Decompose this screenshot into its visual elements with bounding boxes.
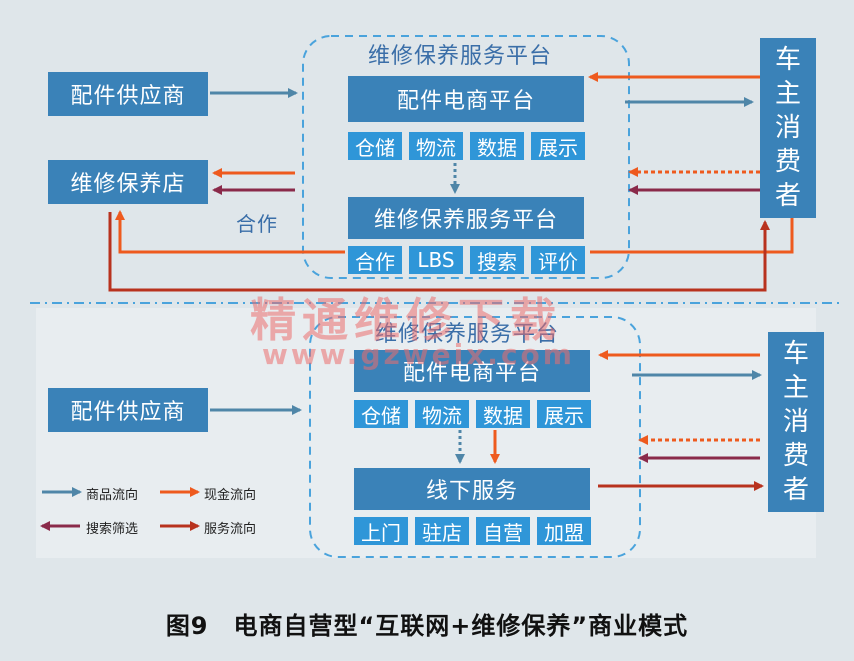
bottom-chip-data: 数据 (476, 400, 530, 428)
top-supplier-box: 配件供应商 (48, 72, 208, 116)
consumer-char: 车 (782, 339, 809, 369)
loop-shop-to-consumer-service (108, 212, 770, 292)
top-chip-search: 搜索 (470, 246, 524, 274)
top-consumer-box: 车 主 消 费 者 (760, 38, 816, 218)
bottom-chip-door: 上门 (354, 517, 408, 545)
legend-search-label: 搜索筛选 (86, 522, 139, 537)
top-service-platform-box: 维修保养服务平台 (348, 197, 584, 239)
consumer-char: 者 (782, 475, 809, 505)
top-chip-cooperation: 合作 (348, 246, 402, 274)
consumer-char: 费 (774, 147, 801, 177)
consumer-char: 消 (774, 113, 801, 143)
bottom-chip-instore: 驻店 (415, 517, 469, 545)
bottom-chip-selfrun: 自营 (476, 517, 530, 545)
top-chip-logistics: 物流 (409, 132, 463, 160)
legend-cash-label: 现金流向 (204, 488, 257, 503)
top-chip-review: 评价 (531, 246, 585, 274)
lower-background (36, 308, 816, 558)
watermark-title: 精通维修下载 (250, 293, 562, 347)
top-chip-display: 展示 (531, 132, 585, 160)
consumer-char: 者 (774, 181, 801, 211)
consumer-char: 主 (782, 373, 809, 403)
watermark-url: www.gzweix.com (262, 338, 575, 371)
top-chip-lbs: LBS (409, 246, 463, 274)
loop-consumer-to-chips (590, 218, 794, 254)
top-platform-container (302, 35, 630, 279)
consumer-char: 车 (774, 45, 801, 75)
bottom-ecommerce-box: 配件电商平台 (354, 350, 590, 392)
bottom-chip-franchise: 加盟 (537, 517, 591, 545)
top-chip-storage: 仓储 (348, 132, 402, 160)
bottom-panel-title: 维修保养服务平台 (375, 322, 560, 347)
bottom-supplier-box: 配件供应商 (48, 388, 208, 432)
legend-service-label: 服务流向 (204, 522, 257, 537)
bottom-offline-box: 线下服务 (354, 468, 590, 510)
top-ecommerce-box: 配件电商平台 (348, 76, 584, 122)
consumer-char: 费 (782, 441, 809, 471)
loop-to-shop-cash (115, 210, 345, 254)
bottom-chip-storage: 仓储 (354, 400, 408, 428)
figure-caption: 图9 电商自营型“互联网+维修保养”商业模式 (165, 612, 689, 640)
top-shop-box: 维修保养店 (48, 160, 208, 204)
consumer-char: 主 (774, 79, 801, 109)
bottom-chip-logistics: 物流 (415, 400, 469, 428)
legend-goods-label: 商品流向 (86, 488, 139, 503)
bottom-chip-display: 展示 (537, 400, 591, 428)
consumer-char: 消 (782, 407, 809, 437)
top-cooperation-label: 合作 (236, 212, 278, 236)
top-panel-title: 维修保养服务平台 (368, 44, 553, 69)
top-chip-data: 数据 (470, 132, 524, 160)
bottom-consumer-box: 车 主 消 费 者 (768, 332, 824, 512)
